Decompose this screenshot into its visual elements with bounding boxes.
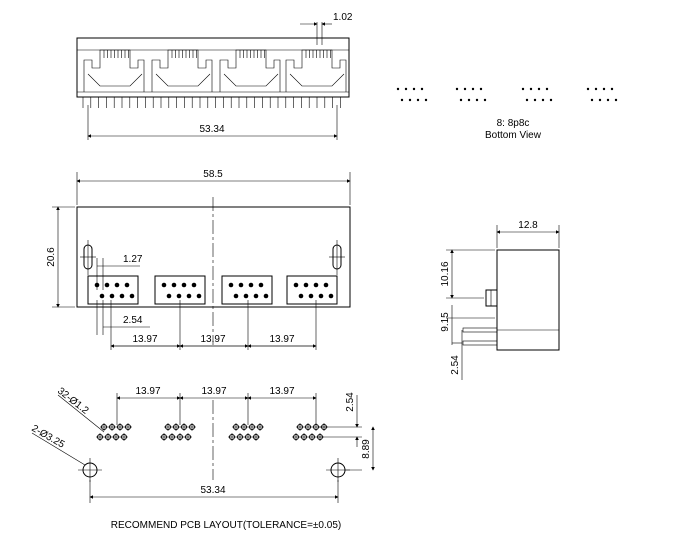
bottom-dot-group-2 [455,87,487,102]
bottom-caption-2: Bottom View [485,130,542,141]
top-view: 53.34 1.02 [76,12,353,140]
top-pitch-dim: 1.02 [333,12,353,23]
side-depth-dim: 12.8 [518,220,538,231]
bottom-caption-1: 8: 8p8c [497,118,530,129]
front-port-2 [154,275,206,305]
pcb-pitch-1: 13.97 [135,386,160,397]
pcb-post-label: 2-Ø3.25 [30,423,67,451]
pcb-layout: 13.97 13.97 13.97 32-Ø1.2 2-Ø3.25 2.54 8… [30,386,375,531]
front-port-pitch-3: 13.97 [269,334,294,345]
pcb-pitch-3: 13.97 [269,386,294,397]
front-port-pitch-1: 13.97 [132,334,157,345]
top-port-2 [151,49,213,92]
pcb-hole-group-4 [292,423,328,441]
front-row-dim: 2.54 [123,315,143,326]
front-port-4 [286,275,338,305]
pcb-pitch-2: 13.97 [201,386,226,397]
pcb-hole-group-2 [160,423,196,441]
left-peg [80,240,96,275]
front-port-1 [87,275,139,305]
pcb-hole-group-3 [228,423,264,441]
pcb-hole-label: 32-Ø1.2 [55,386,91,417]
front-view: 58.5 20.6 1.27 2.54 [46,169,351,350]
bottom-dot-group-1 [396,87,428,102]
bottom-dot-group-4 [586,87,618,102]
right-peg [329,240,345,275]
top-port-3 [219,49,281,92]
pcb-offset-dim: 8.89 [361,439,372,459]
top-port-4 [285,49,347,92]
bottom-dot-group-3 [521,87,553,102]
front-total-width-dim: 58.5 [203,169,223,180]
top-port-1 [83,49,145,92]
front-port-pitch-2: 13.97 [200,334,225,345]
side-view: 12.8 10.16 9.15 2.54 [440,220,560,380]
pcb-width-dim: 53.34 [200,485,225,496]
pcb-caption: RECOMMEND PCB LAYOUT(TOLERANCE=±0.05) [111,520,341,531]
side-pin-height-dim: 9.15 [440,312,451,332]
side-peg-dim: 10.16 [440,261,451,286]
top-width-dim: 53.34 [199,124,224,135]
pcb-row-dim: 2.54 [345,392,356,412]
bottom-view: 8: 8p8c Bottom View [396,87,618,141]
pcb-hole-group-1 [96,423,132,441]
front-pin-pitch-dim: 1.27 [123,254,143,265]
front-height-dim: 20.6 [46,247,57,267]
side-pin-spacing-dim: 2.54 [450,355,461,375]
left-post-hole [78,458,102,482]
front-port-3 [221,275,273,305]
